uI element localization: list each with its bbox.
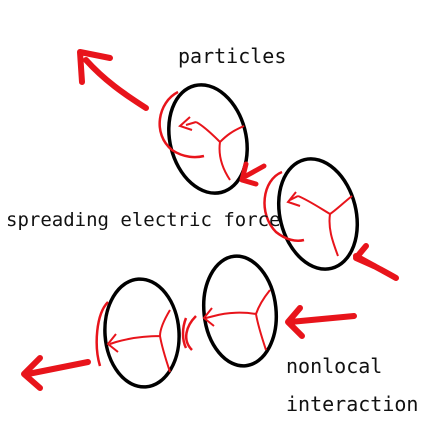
- force-arrow-top-left: [77, 49, 149, 111]
- particle-1-outer-field: [158, 90, 205, 159]
- particle-4-outline: [103, 277, 181, 389]
- force-arrow-bottom-left: [21, 355, 91, 391]
- nonlocal-label-line-1: nonlocal: [286, 354, 383, 378]
- particle-4-field-lines: [109, 309, 171, 373]
- spreading-force-label: spreading electric force: [6, 209, 281, 231]
- nonlocal-label-line-2: interaction: [286, 392, 419, 416]
- particle-4-outer-field: [95, 301, 188, 367]
- particle-2: [263, 157, 360, 271]
- particle-4: [95, 277, 188, 389]
- particle-3-outline: [201, 254, 279, 368]
- particle-2-outline: [276, 157, 360, 271]
- particle-2-outer-field: [263, 170, 305, 242]
- nonlocal-interaction-label: nonlocal interaction: [286, 354, 418, 416]
- force-arrow-lower-right: [285, 305, 357, 339]
- particles-label: particles: [178, 44, 287, 68]
- particle-4-arrowhead: [106, 333, 119, 353]
- particle-3: [184, 254, 279, 368]
- particle-3-outer-field: [184, 315, 197, 351]
- particle-3-arrowhead: [202, 307, 215, 327]
- particle-1-field-lines: [185, 121, 245, 181]
- particle-2-arrowhead: [286, 191, 301, 207]
- force-arrow-right: [353, 243, 399, 281]
- particle-3-field-lines: [205, 289, 271, 351]
- particle-1: [158, 83, 249, 195]
- force-arrow-middle: [239, 161, 267, 187]
- particle-2-field-lines: [289, 195, 353, 257]
- particle-1-arrowhead: [178, 116, 193, 131]
